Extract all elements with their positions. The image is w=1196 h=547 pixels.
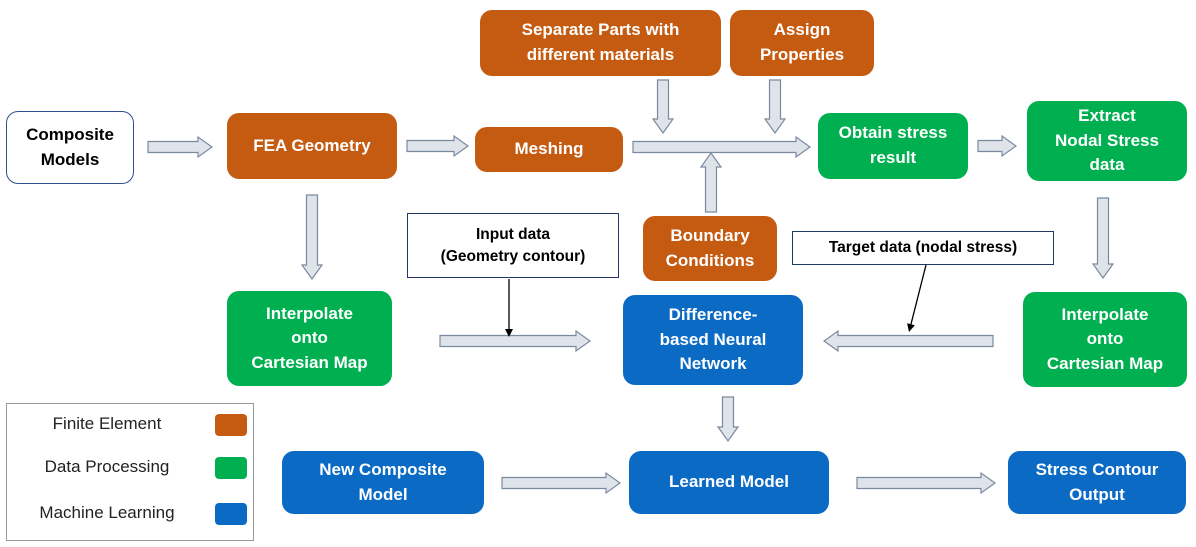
input-data-pointer [505, 279, 513, 337]
legend-swatch [215, 457, 247, 479]
new-composite-model-node: New Composite Model [282, 451, 484, 514]
arrow-extract-down-to-interpolate [1091, 197, 1115, 280]
arrow-new-model-to-learned [501, 471, 622, 495]
legend-item-machine-learning: Machine Learning [7, 499, 253, 529]
arrow-interpolate-left-to-network [439, 329, 592, 353]
legend: Finite Element Data Processing Machine L… [6, 403, 254, 541]
boundary-conditions-node: Boundary Conditions [643, 216, 777, 281]
input-data-note: Input data (Geometry contour) [407, 213, 619, 278]
fea-geometry-node: FEA Geometry [227, 113, 397, 179]
arrow-learned-to-stress-contour [856, 471, 997, 495]
arrow-obtain-to-extract [977, 134, 1018, 158]
legend-label: Finite Element [52, 414, 162, 433]
stress-contour-output-node: Stress Contour Output [1008, 451, 1186, 514]
arrow-interpolate-right-to-network [822, 329, 994, 353]
arrow-fea-down-to-interpolate [300, 194, 324, 281]
arrow-fea-to-meshing [406, 134, 470, 158]
legend-swatch [215, 503, 247, 525]
interpolate-left-node: Interpolate onto Cartesian Map [227, 291, 392, 386]
arrow-assign-properties-down [763, 79, 787, 135]
legend-label: Data Processing [44, 457, 170, 476]
learned-model-node: Learned Model [629, 451, 829, 514]
arrow-meshing-to-obtain-stress [632, 135, 812, 159]
extract-nodal-stress-node: Extract Nodal Stress data [1027, 101, 1187, 181]
arrow-network-down-to-learned [716, 396, 740, 443]
separate-parts-node: Separate Parts with different materials [480, 10, 721, 76]
interpolate-right-node: Interpolate onto Cartesian Map [1023, 292, 1187, 387]
target-data-note: Target data (nodal stress) [792, 231, 1054, 265]
legend-item-finite-element: Finite Element [7, 410, 253, 440]
composite-models-node: Composite Models [6, 111, 134, 184]
legend-label: Machine Learning [39, 503, 175, 522]
obtain-stress-node: Obtain stress result [818, 113, 968, 179]
legend-item-data-processing: Data Processing [7, 453, 253, 483]
meshing-node: Meshing [475, 127, 623, 172]
target-data-pointer [907, 264, 927, 332]
arrow-separate-parts-down [651, 79, 675, 135]
arrow-boundary-conditions-up [699, 151, 723, 213]
arrow-composite-to-fea [147, 135, 214, 159]
legend-swatch [215, 414, 247, 436]
neural-network-node: Difference- based Neural Network [623, 295, 803, 385]
assign-properties-node: Assign Properties [730, 10, 874, 76]
